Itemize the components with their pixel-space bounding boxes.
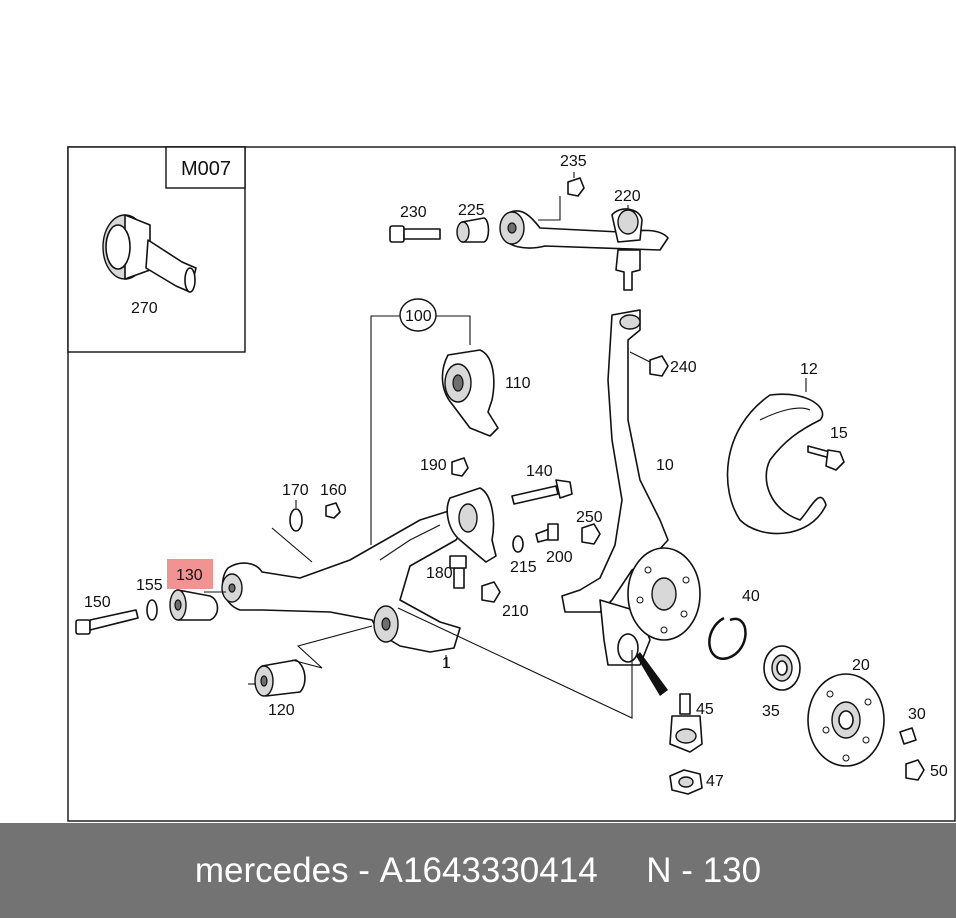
part-30-bolt[interactable]: [899, 727, 917, 745]
diagram-frame: [67, 146, 956, 822]
part-12-brake-shield[interactable]: [726, 393, 827, 535]
label-30: 30: [908, 706, 926, 723]
arrow-icon: [636, 652, 668, 696]
footer-bar: mercedes - A1643330414 N - 130: [0, 823, 956, 918]
label-140: 140: [526, 463, 553, 480]
label-155: 155: [136, 577, 163, 594]
part-15-bolt[interactable]: [807, 445, 845, 471]
inset-code-box: [165, 146, 246, 189]
label-130-highlight: [167, 559, 213, 589]
label-215: 215: [510, 559, 537, 576]
part-150-bolt[interactable]: [75, 609, 139, 635]
label-235: 235: [560, 153, 587, 170]
label-40: 40: [742, 588, 760, 605]
label-250: 250: [576, 509, 603, 526]
label-225: 225: [458, 202, 485, 219]
part-170-washer[interactable]: [289, 508, 303, 532]
part-215-washer[interactable]: [512, 535, 524, 553]
part-20-wheel-hub[interactable]: [807, 673, 885, 767]
part-230-bolt[interactable]: [389, 225, 441, 243]
part-180-bolt[interactable]: [449, 555, 467, 589]
part-200-bolt[interactable]: [535, 523, 559, 543]
part-110-bracket[interactable]: [441, 349, 499, 437]
part-220-upper-arm[interactable]: [499, 208, 669, 291]
label-20: 20: [852, 657, 870, 674]
label-10: 10: [656, 457, 674, 474]
part-knuckle-flange[interactable]: [627, 547, 701, 641]
footer-part-number: A1643330414: [379, 850, 598, 890]
part-50-nut[interactable]: [905, 759, 925, 781]
part-225-bush[interactable]: [456, 217, 490, 243]
label-270: 270: [131, 300, 158, 317]
part-35-wheel-bearing[interactable]: [763, 645, 801, 691]
footer-brand: mercedes: [194, 850, 349, 890]
label-110: 110: [505, 375, 531, 392]
parts-diagram: M007 270 235 220 230 225 100: [67, 146, 956, 822]
part-160-nut[interactable]: [325, 502, 341, 519]
label-220: 220: [614, 188, 641, 205]
label-50: 50: [930, 763, 948, 780]
label-130: 130: [176, 567, 203, 584]
part-130-bush[interactable]: [169, 589, 219, 621]
part-47-nut[interactable]: [669, 769, 703, 795]
part-210-nut[interactable]: [481, 581, 501, 603]
part-240-nut[interactable]: [649, 355, 669, 377]
part-bracket-assembly[interactable]: [446, 487, 497, 563]
part-190-nut[interactable]: [451, 457, 469, 477]
part-140-bolt[interactable]: [511, 479, 573, 505]
label-120: 120: [268, 702, 295, 719]
part-270-cv-joint[interactable]: [102, 214, 197, 293]
part-155-washer[interactable]: [146, 599, 158, 621]
part-1-lower-control-arm[interactable]: [221, 509, 471, 653]
footer-position-prefix: N -: [646, 850, 703, 890]
label-170: 170: [282, 482, 309, 499]
label-12: 12: [800, 361, 818, 378]
footer-separator: -: [348, 850, 380, 890]
label-35: 35: [762, 703, 780, 720]
label-47: 47: [706, 773, 724, 790]
label-1: 1: [442, 655, 451, 672]
label-180: 180: [426, 565, 453, 582]
label-150: 150: [84, 594, 111, 611]
part-40-circlip[interactable]: [708, 616, 747, 660]
part-250-nut[interactable]: [581, 523, 601, 545]
label-190: 190: [420, 457, 447, 474]
label-210: 210: [502, 603, 529, 620]
label-45: 45: [696, 701, 714, 718]
label-100: 100: [405, 308, 432, 325]
part-120-bush[interactable]: [254, 659, 306, 697]
part-235-nut[interactable]: [567, 177, 585, 197]
label-230: 230: [400, 204, 427, 221]
inset-code: M007: [181, 158, 231, 180]
footer-position: 130: [702, 850, 762, 890]
part-45-ball-joint[interactable]: [669, 693, 703, 753]
group-100-circle: [399, 298, 437, 332]
footer-gap: [598, 851, 647, 891]
label-240: 240: [670, 359, 697, 376]
label-160: 160: [320, 482, 347, 499]
label-200: 200: [546, 549, 573, 566]
label-15: 15: [830, 425, 848, 442]
